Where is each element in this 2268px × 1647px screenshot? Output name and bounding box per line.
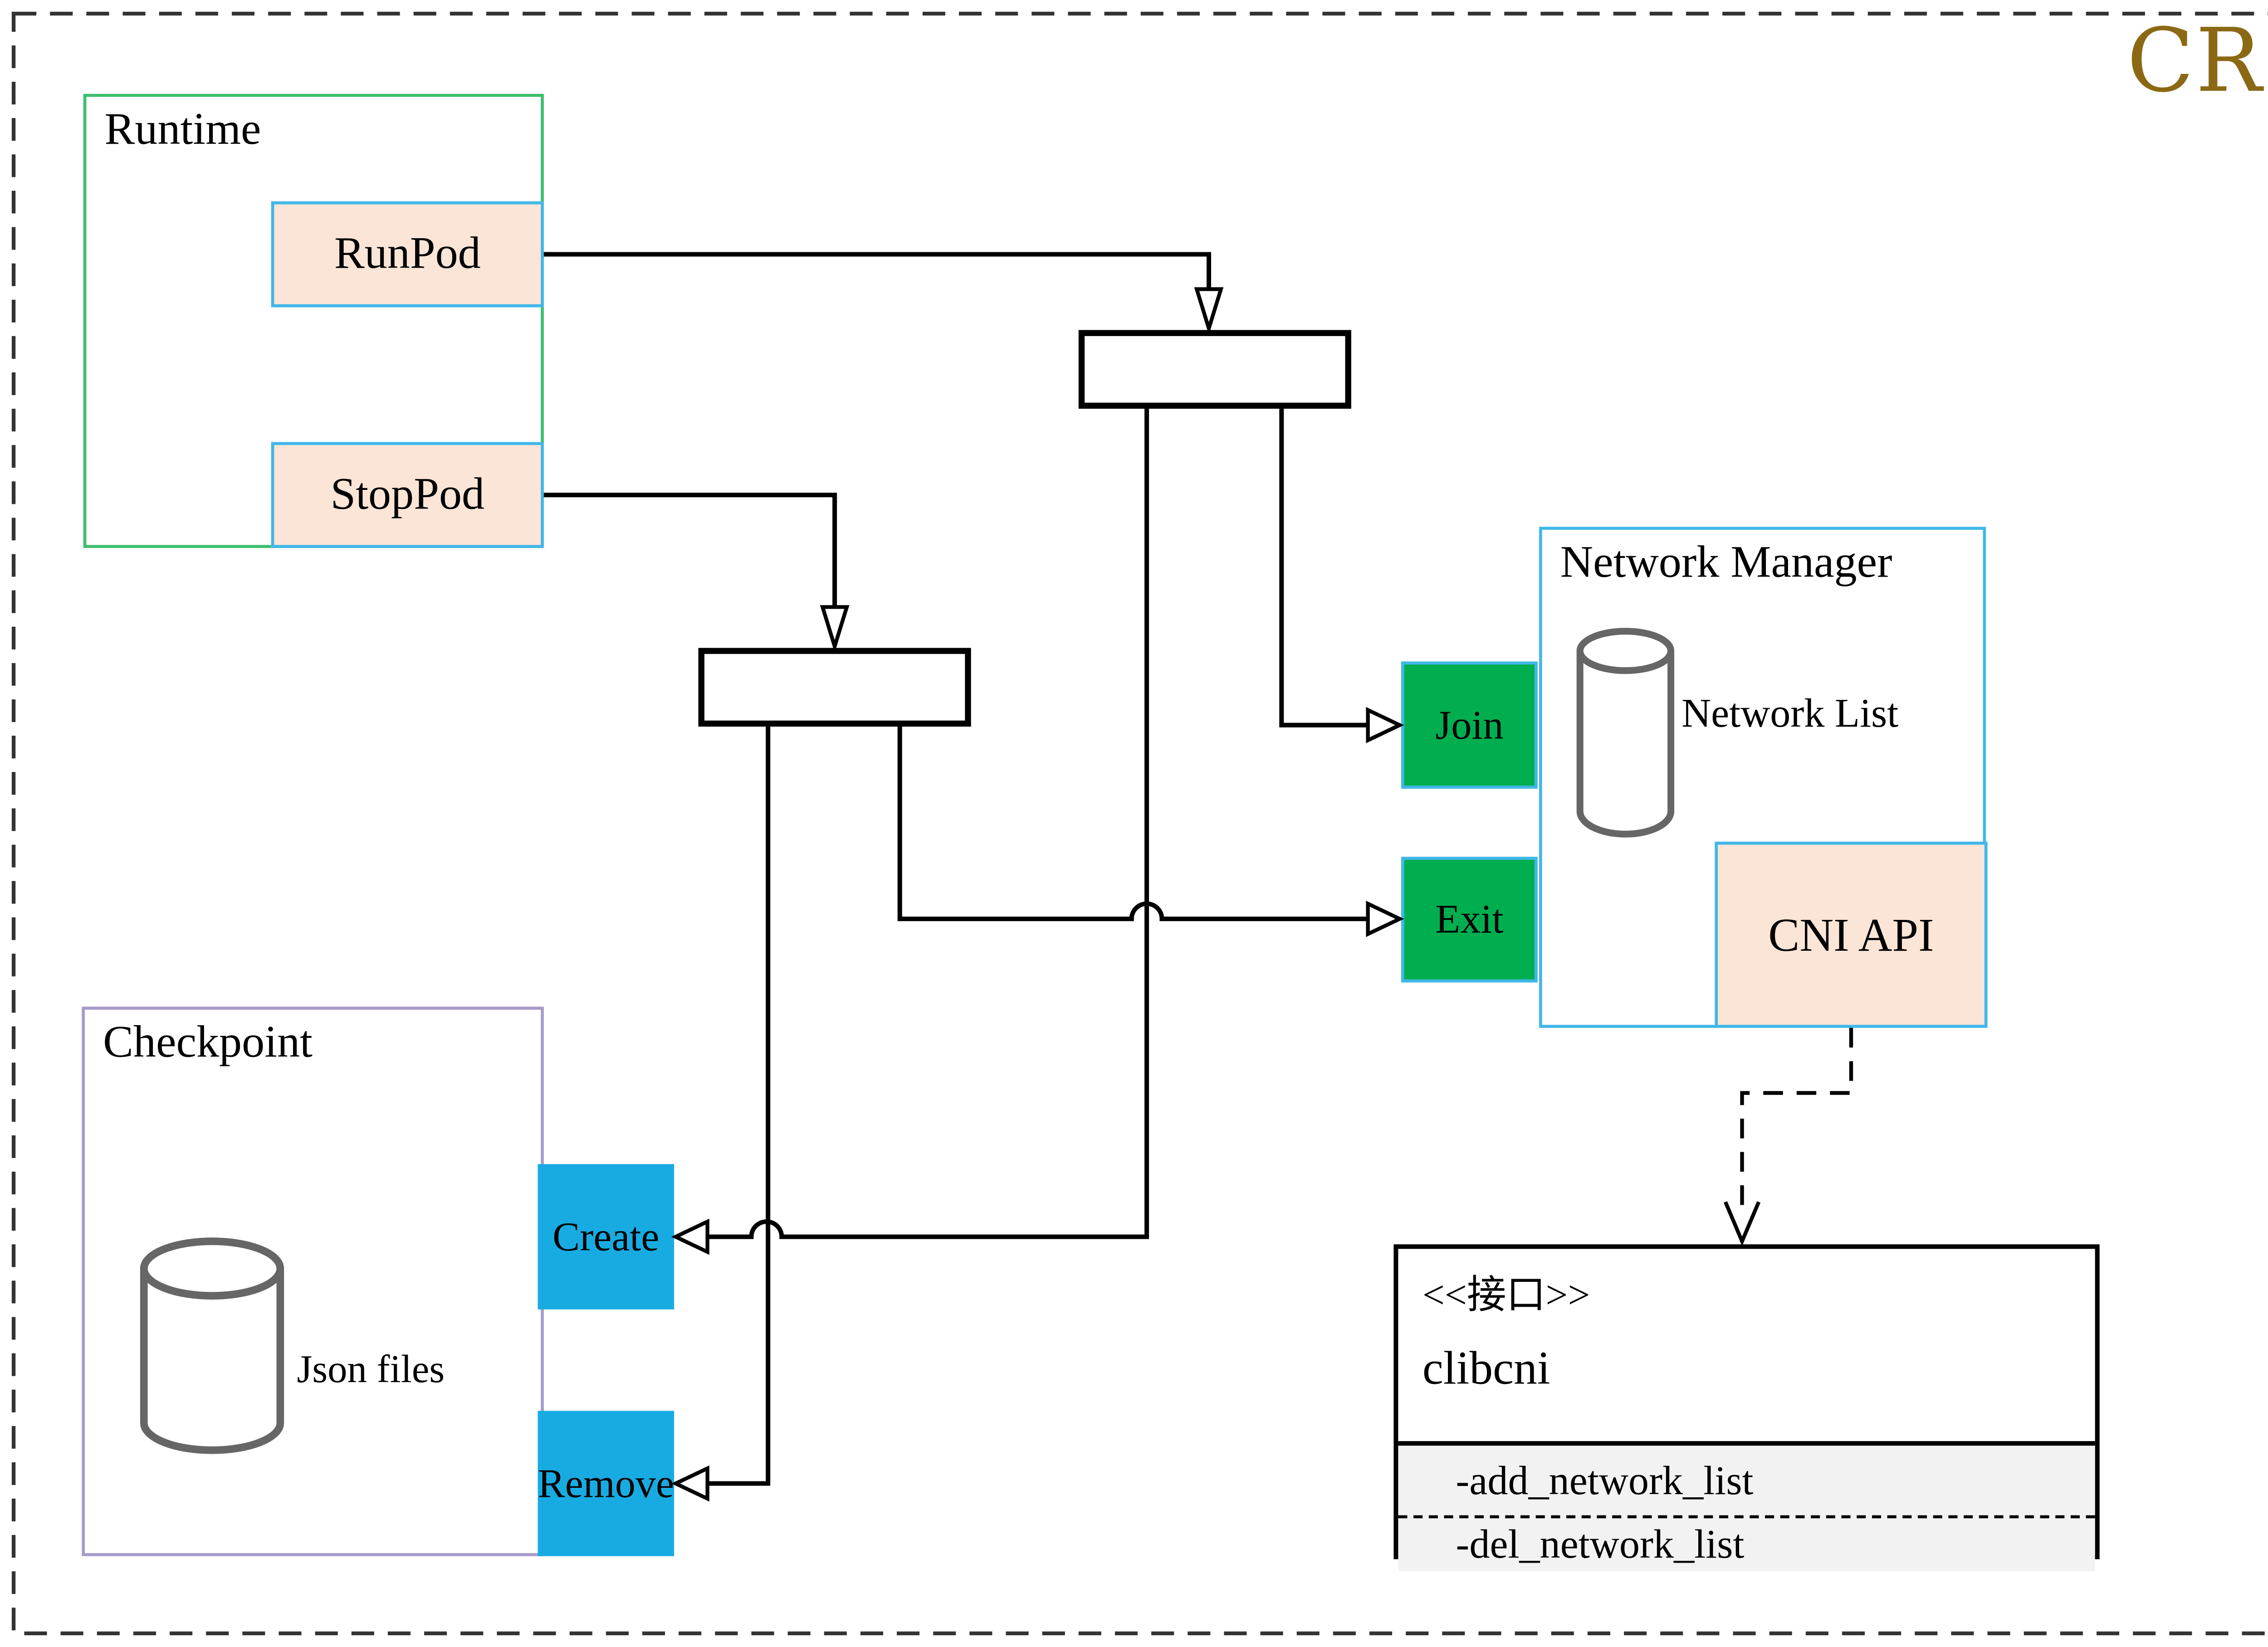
join-node[interactable]: Join xyxy=(1401,661,1538,789)
stoppod-label: StopPod xyxy=(330,469,485,519)
method-add-network-list: -add_network_list xyxy=(1456,1457,1754,1503)
database-icon xyxy=(1575,627,1675,846)
network-list-label: Network List xyxy=(1681,690,1899,736)
remove-label: Remove xyxy=(538,1460,675,1505)
json-files-label: Json files xyxy=(297,1347,445,1391)
runtime-label: Runtime xyxy=(104,104,261,155)
connector-junction1-create xyxy=(707,409,1149,1239)
arrowhead-into-exit xyxy=(1366,900,1404,937)
stoppod-node[interactable]: StopPod xyxy=(271,442,544,548)
arrowhead-into-join xyxy=(1366,707,1404,743)
arrowhead-into-clibcni xyxy=(1723,1201,1761,1246)
exit-label: Exit xyxy=(1435,896,1504,942)
arrowhead-into-create xyxy=(671,1218,709,1255)
connector-stoppod-junction xyxy=(543,493,837,607)
arrowhead-into-junction2 xyxy=(820,605,850,653)
cni-api-node[interactable]: CNI API xyxy=(1715,841,1988,1028)
interface-name: clibcni xyxy=(1422,1341,1550,1394)
clibcni-header: <<接口>> clibcni xyxy=(1398,1249,2095,1441)
create-label: Create xyxy=(552,1213,660,1259)
exit-node[interactable]: Exit xyxy=(1401,856,1538,982)
runpod-node[interactable]: RunPod xyxy=(271,201,544,308)
cni-api-label: CNI API xyxy=(1768,907,1934,961)
clibcni-interface-box[interactable]: <<接口>> clibcni -add_network_list -del_ne… xyxy=(1393,1244,2100,1572)
connector-junction1-join xyxy=(1279,409,1368,728)
database-icon-json xyxy=(139,1235,285,1467)
method-del-network-list: -del_network_list xyxy=(1398,1515,2095,1571)
remove-node[interactable]: Remove xyxy=(538,1411,675,1556)
arrowhead-into-junction1 xyxy=(1194,287,1224,335)
network-manager-label: Network Manager xyxy=(1560,537,1892,587)
junction-node-stoppod[interactable] xyxy=(698,648,971,727)
connector-junction2-remove xyxy=(707,726,771,1486)
arrowhead-into-remove xyxy=(671,1465,709,1502)
join-label: Join xyxy=(1435,701,1504,747)
connector-junction2-exit xyxy=(897,726,1368,921)
clibcni-methods: -add_network_list -del_network_list xyxy=(1398,1441,2095,1572)
connector-cniapi-clibcni xyxy=(1740,1028,1853,1210)
junction-node-runpod[interactable] xyxy=(1078,330,1351,409)
checkpoint-label: Checkpoint xyxy=(103,1017,313,1067)
interface-stereotype: <<接口>> xyxy=(1422,1273,1590,1317)
runpod-label: RunPod xyxy=(334,228,481,279)
connector-runpod-junction xyxy=(543,252,1212,289)
create-node[interactable]: Create xyxy=(538,1164,675,1310)
cri-title: CRI xyxy=(2126,9,2268,112)
